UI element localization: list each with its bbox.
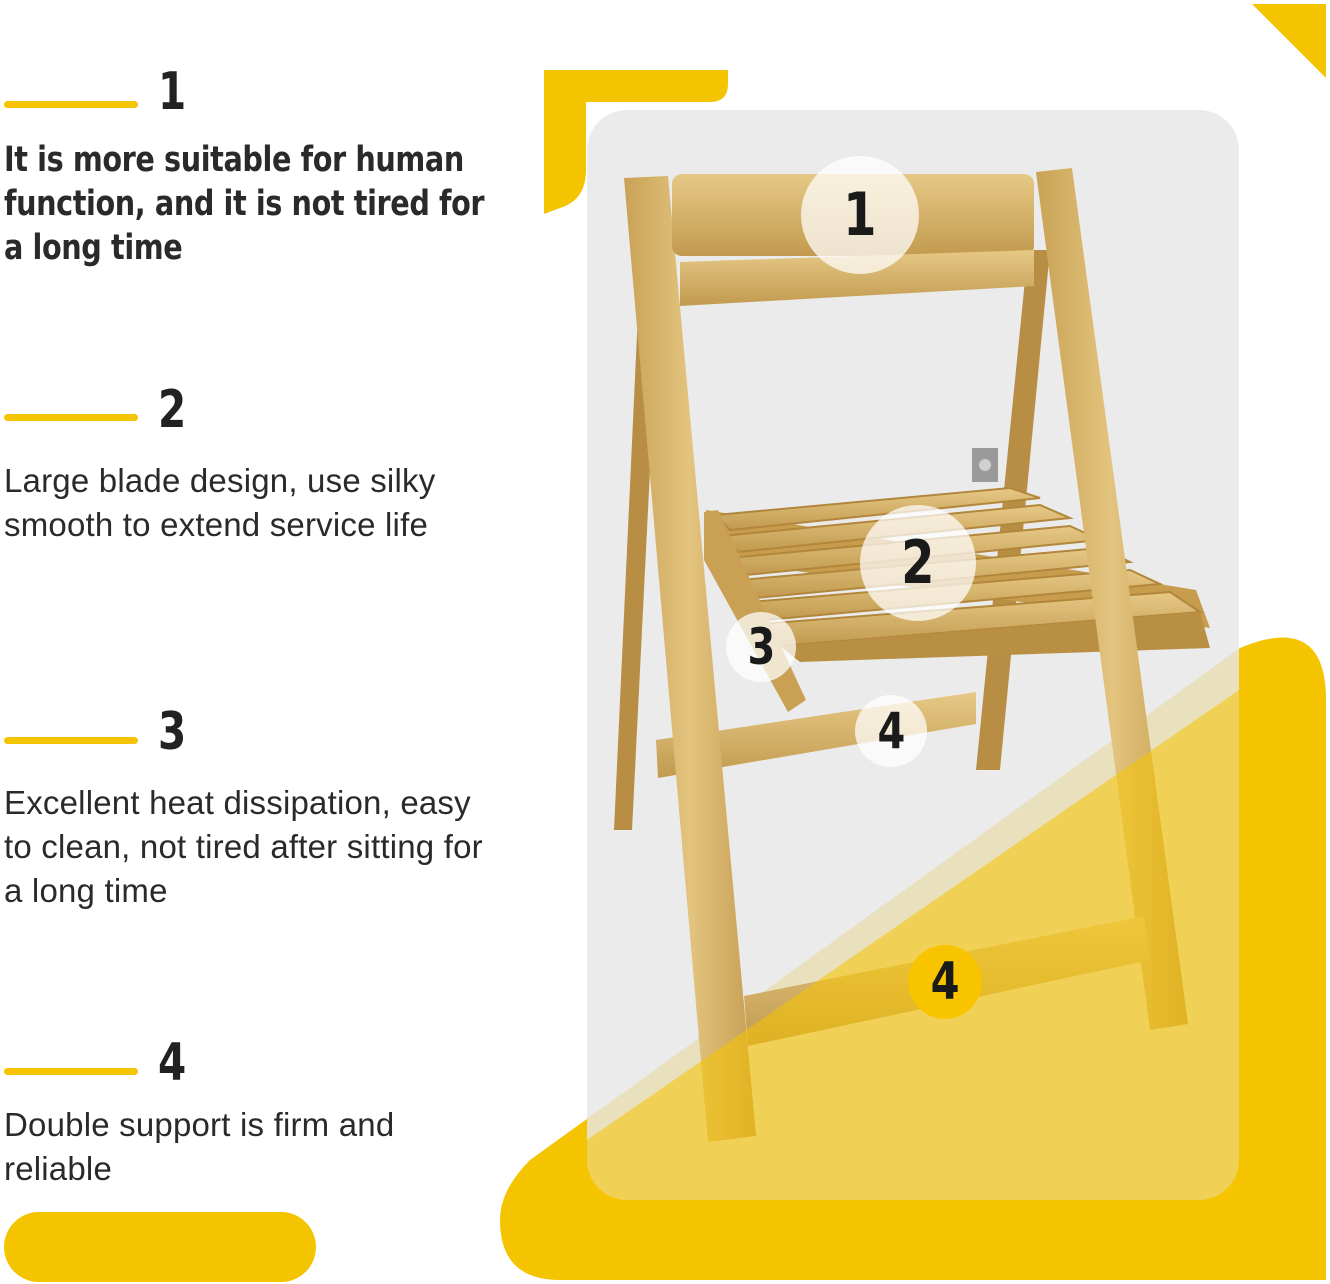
decorative-pill	[4, 1212, 316, 1282]
decorative-corner-triangle	[1252, 4, 1326, 78]
feature-1-divider	[4, 101, 138, 108]
feature-3-divider	[4, 737, 138, 744]
feature-3-text: Excellent heat dissipation, easy to clea…	[4, 784, 483, 909]
callout-2-badge: 2	[860, 505, 976, 621]
feature-2-text: Large blade design, use silky smooth to …	[4, 462, 436, 543]
callout-4-badge: 4	[855, 695, 927, 767]
feature-2-number: 2	[158, 380, 187, 440]
callout-4-lower-badge: 4	[908, 945, 982, 1019]
callout-1-badge: 1	[801, 156, 919, 274]
feature-4-text: Double support is firm and reliable	[4, 1106, 395, 1187]
decorative-corner-bracket	[544, 70, 728, 214]
feature-1-text: It is more suitable for human function, …	[4, 140, 485, 268]
feature-1-number: 1	[158, 62, 187, 122]
callout-3-badge: 3	[726, 612, 796, 682]
feature-4-number: 4	[158, 1033, 187, 1093]
feature-2-divider	[4, 414, 138, 421]
feature-4-divider	[4, 1068, 138, 1075]
feature-3-number: 3	[158, 702, 187, 762]
